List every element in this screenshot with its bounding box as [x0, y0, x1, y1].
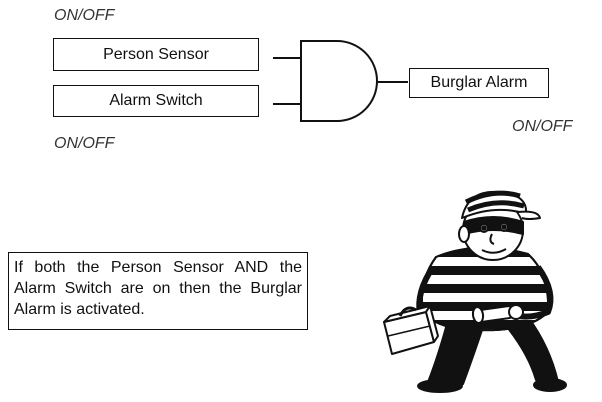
alarm-switch-label: Alarm Switch: [109, 92, 203, 109]
alarm-switch-state-label: ON/OFF: [54, 135, 115, 152]
burglar-alarm-box: Burglar Alarm: [409, 68, 549, 98]
alarm-switch-box: Alarm Switch: [53, 85, 259, 117]
person-sensor-box: Person Sensor: [53, 38, 259, 71]
and-gate-icon: [300, 40, 378, 122]
burglar-icon: [383, 190, 567, 393]
burglar-alarm-state-label: ON/OFF: [512, 118, 573, 135]
person-sensor-label: Person Sensor: [103, 45, 209, 63]
person-sensor-state-label: ON/OFF: [54, 7, 115, 24]
explanation-note: If both the Person Sensor AND the Alarm …: [8, 252, 308, 330]
burglar-alarm-label: Burglar Alarm: [430, 74, 528, 91]
explanation-text: If both the Person Sensor AND the Alarm …: [14, 259, 302, 318]
